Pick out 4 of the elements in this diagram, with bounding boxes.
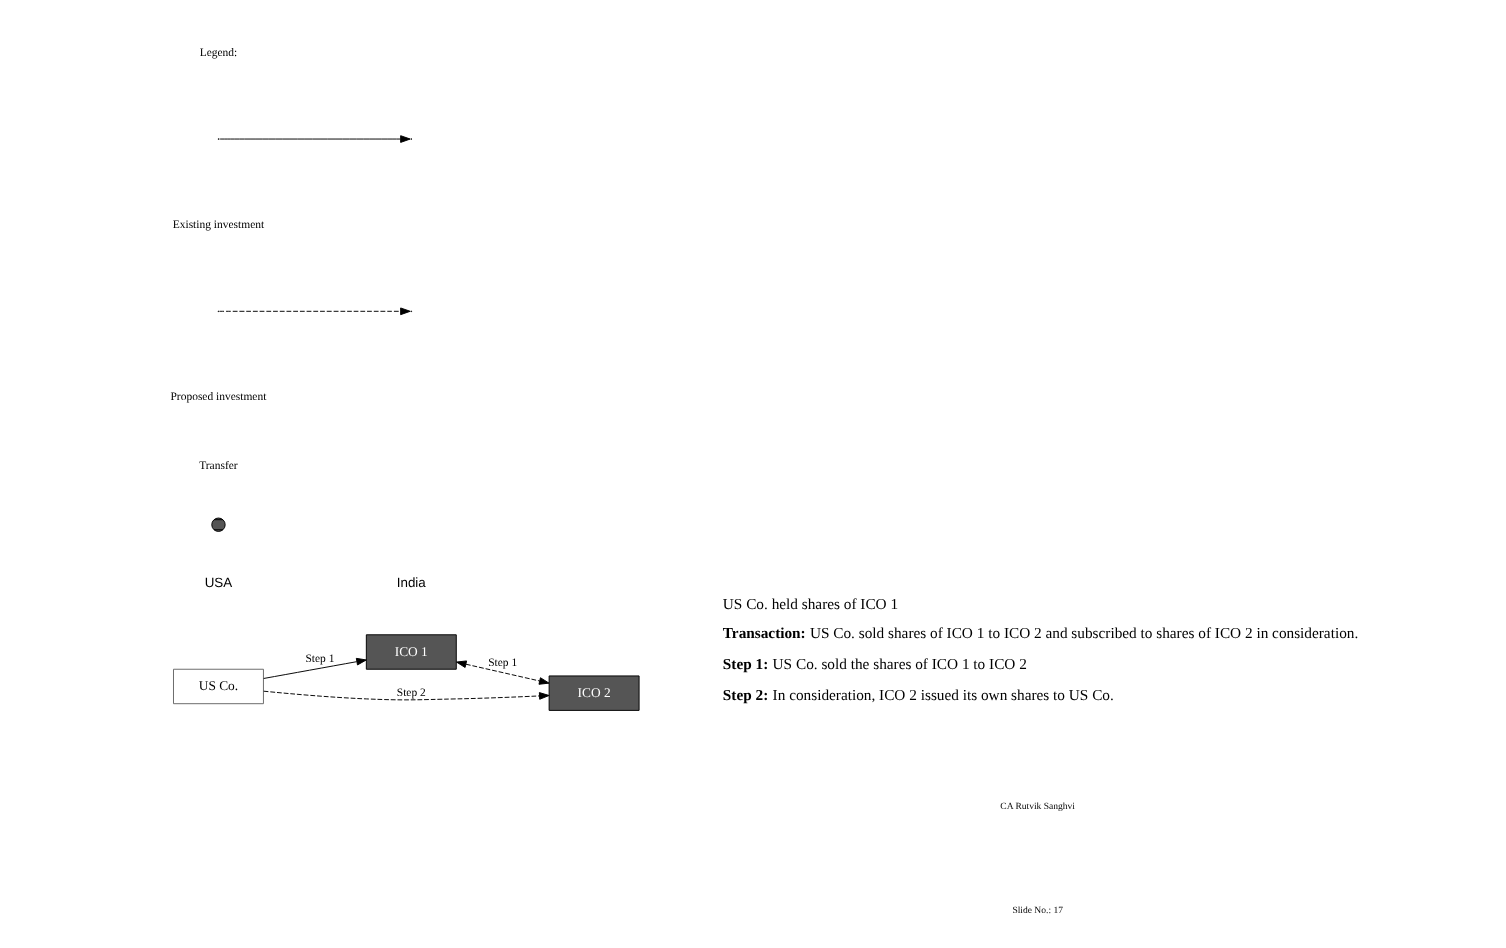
label: Step 1: US Co. sold the shares of ICO 1 to ICO 2	[721, 655, 1026, 674]
label: US Co. held shares of ICO 1	[721, 594, 898, 613]
label: Transaction: US Co. sold shares of ICO 1 to ICO 2 and subscribed to shares of ICO 2 in consideration.	[721, 624, 1358, 643]
label: Step 2: In consideration, ICO 2 issued its own shares to US Co.	[721, 685, 1113, 704]
